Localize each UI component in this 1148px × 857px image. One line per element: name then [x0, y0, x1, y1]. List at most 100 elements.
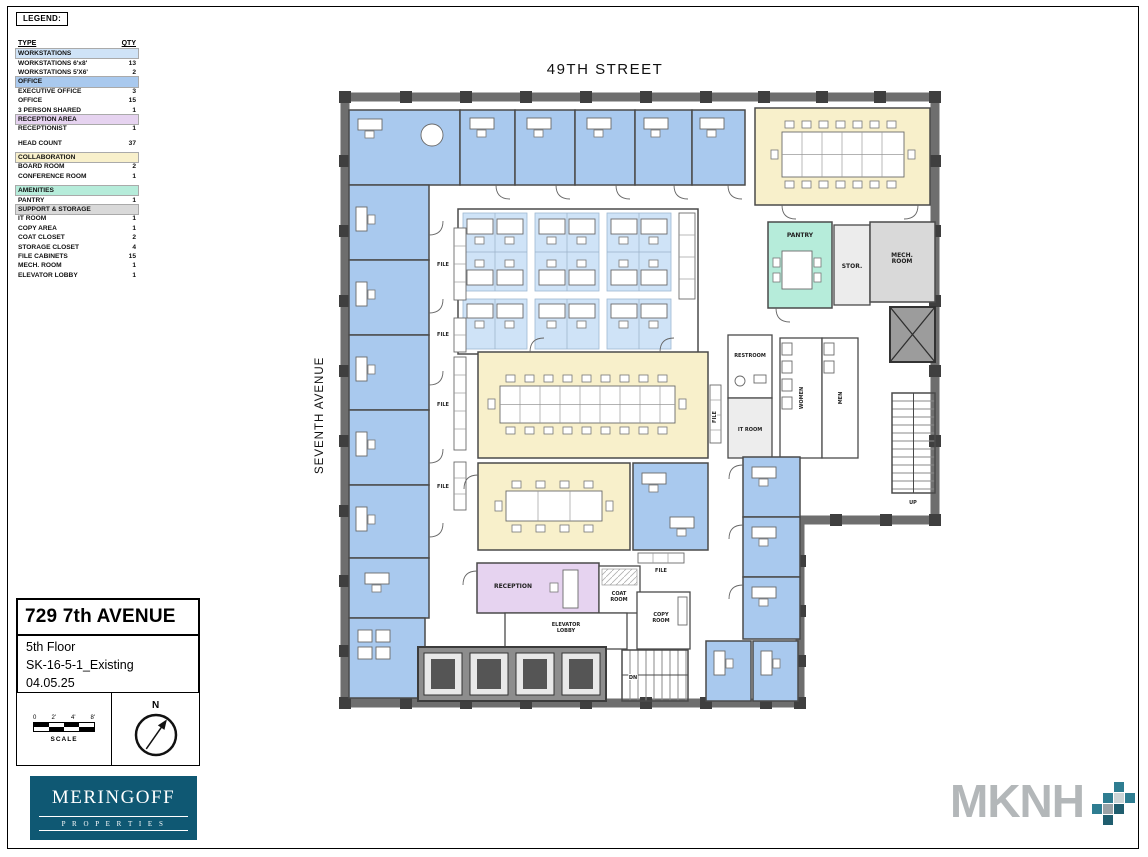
wall-pier — [580, 91, 592, 103]
wall-pier — [400, 697, 412, 709]
room-shared-office: FILE — [632, 462, 709, 575]
legend-label: WORKSTATIONS — [18, 50, 72, 58]
wall-pier — [460, 91, 472, 103]
legend-label: RECEPTION AREA — [18, 115, 77, 123]
wall-pier — [816, 91, 828, 103]
room-board-room-center — [477, 351, 709, 459]
file-label: FILE — [437, 262, 449, 268]
legend-column-headers: TYPE QTY — [16, 40, 138, 47]
legend-qty: 1 — [132, 196, 136, 204]
scale-tick: 2' — [51, 715, 56, 721]
stair-east: UP — [891, 392, 936, 507]
room-it: IT ROOM — [727, 397, 773, 459]
wall-pier — [339, 155, 351, 167]
floor-plan: PANTRY STOR. MECH.ROOM FILE FILE FILE FI… — [339, 91, 941, 709]
wall-pier — [929, 155, 941, 167]
meringoff-properties: P R O P E R T I E S — [39, 816, 188, 831]
sheet-border — [7, 6, 1139, 849]
wall-pier — [339, 505, 351, 517]
workstation-block — [457, 208, 699, 355]
office-column-west — [348, 109, 461, 699]
legend-category-row: WORKSTATIONS — [15, 47, 139, 60]
meringoff-logo: MERINGOFF P R O P E R T I E S — [30, 776, 197, 840]
room-men: MEN — [821, 337, 859, 459]
legend-col-qty: QTY — [121, 40, 136, 47]
legend-item-row: RECEPTIONIST 1 — [16, 124, 138, 133]
legend-category-row: RECEPTION AREA — [15, 113, 139, 126]
compass-icon — [134, 713, 177, 756]
legend-label: SUPPORT & STORAGE — [18, 206, 91, 214]
legend-label: OFFICE — [18, 97, 43, 105]
scale-tick: 0 — [33, 715, 37, 721]
wall-pier — [874, 91, 886, 103]
legend-label: STORAGE CLOSET — [18, 243, 80, 251]
legend-label: HEAD COUNT — [18, 139, 62, 147]
wall-piers — [339, 91, 941, 709]
reception-label: RECEPTION — [494, 583, 532, 590]
legend-label: PANTRY — [18, 196, 45, 204]
room-restroom: RESTROOM — [727, 334, 773, 399]
legend-label: RECEPTIONIST — [18, 125, 67, 133]
legend-category-row: COLLABORATION — [15, 151, 139, 164]
street-label-49th: 49TH STREET — [546, 61, 664, 78]
project-floor: 5th Floor — [26, 640, 76, 654]
stair-dn-label: DN — [629, 675, 637, 681]
wall-pier — [339, 295, 351, 307]
wall-pier — [929, 91, 941, 103]
legend-category-row: AMENITIES — [15, 185, 139, 197]
wall-pier — [640, 91, 652, 103]
mknh-logo: MKNH — [950, 776, 1135, 825]
legend-label: EXECUTIVE OFFICE — [18, 87, 82, 95]
north-label: N — [151, 699, 160, 711]
stair-up-label: UP — [909, 500, 917, 506]
drawing-number: SK-16-5-1_Existing — [26, 658, 134, 672]
legend-item-row: WORKSTATIONS 6'x8'13 — [16, 58, 138, 67]
legend-qty: 15 — [128, 253, 136, 260]
legend-qty: 1 — [132, 172, 136, 180]
scale-bar-graphic — [33, 722, 96, 732]
scale-tick: 8' — [90, 715, 96, 721]
legend-qty: 1 — [132, 106, 136, 114]
legend-label: COPY AREA — [18, 224, 57, 232]
pantry-label: PANTRY — [787, 232, 814, 239]
wall-pier — [339, 225, 351, 237]
legend-qty: 2 — [132, 163, 136, 171]
room-pantry: PANTRY — [767, 221, 833, 309]
stair-south: DN — [621, 649, 689, 702]
file-cabinets-west: FILE FILE FILE FILE — [436, 227, 467, 511]
legend-col-type: TYPE — [18, 40, 37, 47]
project-address: 729 7th AVENUE — [18, 600, 198, 636]
legend-qty: 1 — [132, 271, 136, 279]
office-row-north — [459, 109, 746, 186]
wall-pier — [339, 645, 351, 657]
legend-qty: 2 — [132, 68, 136, 76]
mech-room-label: MECH.ROOM — [891, 252, 913, 265]
wall-pier — [520, 91, 532, 103]
wall-pier — [880, 514, 892, 526]
legend-label: ELEVATOR LOBBY — [18, 271, 78, 279]
legend-qty: 1 — [132, 125, 136, 133]
room-mech: MECH.ROOM — [869, 221, 936, 303]
women-label: WOMEN — [799, 387, 805, 409]
restroom-label: RESTROOM — [734, 353, 766, 359]
scale-bar: 0 2' 4' 8' SCALE — [17, 693, 113, 765]
room-reception: RECEPTION — [476, 562, 600, 614]
it-room-label: IT ROOM — [738, 427, 762, 433]
storage-label: STOR. — [842, 263, 863, 270]
legend-label: COLLABORATION — [18, 154, 76, 162]
door-swings — [428, 184, 919, 600]
